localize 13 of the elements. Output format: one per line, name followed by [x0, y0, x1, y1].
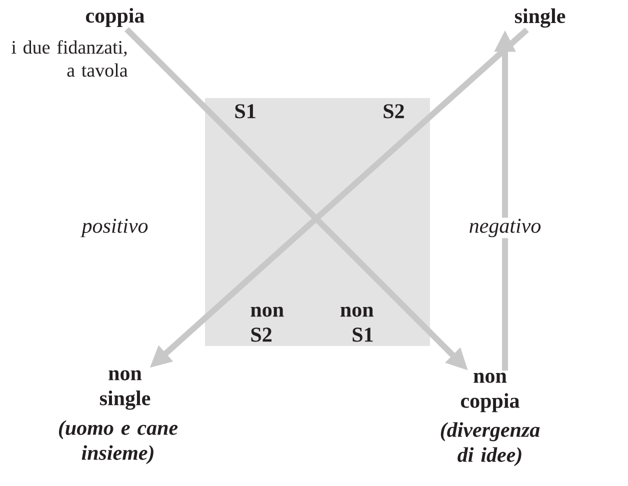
corner-label: non S1 [340, 306, 374, 342]
description-text: (uomo e cane insieme) [58, 420, 178, 464]
edge-label: negativo [468, 218, 542, 238]
side-label: positivo [80, 218, 148, 238]
description-text: (divergenza di idee) [440, 422, 540, 466]
concept-label: single [514, 8, 566, 28]
concept-label: non coppia [460, 372, 520, 412]
corner-label: S1 [235, 104, 256, 118]
description-text: i due fidanzati, a tavola [12, 40, 128, 77]
corner-label: non S2 [250, 306, 284, 342]
concept-label: coppia [86, 8, 144, 28]
corner-label: S2 [384, 104, 404, 118]
concept-label: non single [100, 370, 150, 410]
